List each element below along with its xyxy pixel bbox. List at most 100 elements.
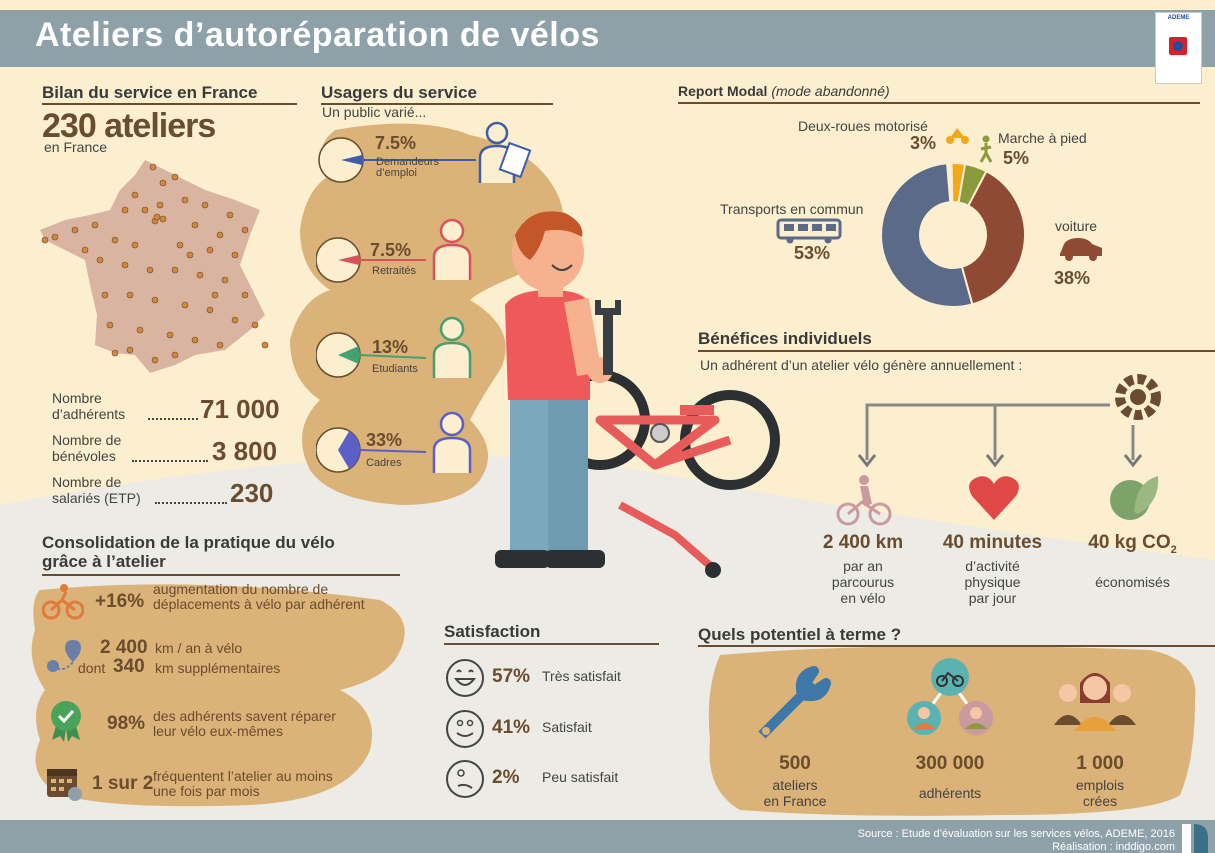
manager-icon [432, 411, 472, 473]
route-pin-icon [47, 640, 81, 672]
ateliers-sub: en France [44, 139, 108, 155]
calendar-icon [47, 769, 82, 801]
benefices-arrows [857, 403, 1143, 468]
job-seeker-icon [478, 121, 532, 183]
badge-check-icon [51, 701, 81, 742]
report-pct-voiture: 38% [1054, 268, 1091, 288]
satisfaction-pct-1: 57% [492, 666, 531, 687]
satisfaction-title: Satisfaction [444, 622, 541, 641]
scooter-icon [946, 128, 969, 144]
benefice-value-2: 40 minutes [942, 532, 1043, 553]
usagers-pies [316, 137, 476, 473]
usagers-rule [321, 103, 553, 105]
potentiel-value-1: 500 [779, 753, 811, 774]
report-rule [678, 102, 1200, 104]
report-pct-2roues: 3% [910, 133, 937, 153]
consolidation-rule [42, 574, 400, 576]
satisfaction-label-3: Peu satisfait [542, 769, 619, 785]
dots-2 [132, 460, 208, 462]
usager-connector [359, 449, 427, 453]
usager-label-3: Etudiants [372, 363, 418, 375]
usager-label-2: Retraités [372, 265, 417, 277]
benefice-value-3: 40 kg CO2 [1088, 532, 1177, 556]
satisfaction-pct-3: 2% [492, 767, 520, 788]
footer-source: Source : Etude d’évaluation sur les serv… [857, 828, 1175, 853]
gear-wrench-icon [1115, 374, 1161, 420]
ateliers-count: 230 ateliers [42, 107, 216, 145]
report-label-voiture: voiture [1055, 218, 1098, 234]
bike-icon [42, 584, 84, 620]
report-pct-marche: 5% [1003, 148, 1030, 168]
dots-1 [148, 418, 198, 420]
logo-label: ADEME [1167, 15, 1190, 21]
consol-value-2b: 340 [113, 656, 145, 677]
donut-segment [880, 162, 974, 308]
heart-icon [969, 476, 1019, 520]
potentiel-title: Quels potentiel à terme ? [698, 625, 902, 644]
benefices-subtitle: Un adhérent d’un atelier vélo génère ann… [700, 357, 1023, 373]
benefices-title: Bénéfices individuels [698, 329, 872, 348]
consol-value-1: +16% [95, 591, 145, 612]
usager-label-4: Cadres [366, 457, 402, 469]
wrench-icon [758, 666, 831, 739]
usager-pie-slice [338, 254, 360, 266]
potentiel-text-2: adhérents [918, 785, 982, 801]
inddigo-logo-icon [1182, 824, 1208, 853]
usager-connector [359, 354, 427, 359]
usager-pct-1: 7.5% [375, 133, 417, 153]
potentiel-value-2: 300 000 [915, 753, 985, 774]
benefice-text-3: économisés [1095, 574, 1170, 590]
satisfaction-label-2: Satisfait [542, 719, 592, 735]
team-people-icon [1054, 673, 1136, 731]
walking-icon [979, 135, 993, 163]
cyclist-repair-illustration [490, 211, 780, 593]
happy-face-icon [446, 710, 484, 748]
benefice-value-1: 2 400 km [822, 532, 904, 553]
consol-text-2a: km / an à vélo [155, 640, 243, 656]
dots-3 [155, 502, 227, 504]
usager-pie-slice [338, 431, 360, 469]
stat-benevoles-value: 3 800 [212, 436, 278, 466]
donut-segment [960, 169, 1026, 306]
retiree-icon [432, 218, 472, 280]
report-pct-tc: 53% [794, 243, 831, 263]
consol-value-3: 98% [107, 713, 146, 734]
ademe-logo: ADEME [1155, 12, 1202, 84]
consol-prefix-2: dont [78, 660, 106, 676]
logo-mark-icon [1169, 37, 1187, 55]
page-title: Ateliers d’autoréparation de vélos [35, 16, 600, 54]
satisfaction-pct-2: 41% [492, 717, 531, 738]
usager-pie-slice [341, 154, 363, 166]
usagers-title: Usagers du service [321, 83, 477, 102]
very-happy-face-icon [446, 659, 484, 697]
potentiel-rule [698, 645, 1215, 647]
consol-text-2b: km supplémentaires [155, 660, 281, 676]
potentiel-value-3: 1 000 [1076, 753, 1124, 774]
usagers-subtitle: Un public varié... [322, 104, 427, 120]
consol-value-4: 1 sur 2 [92, 773, 154, 794]
usager-pct-4: 33% [366, 430, 403, 450]
usager-pct-2: 7.5% [370, 240, 412, 260]
leaf-globe-icon [1110, 476, 1159, 520]
bus-icon [776, 218, 842, 244]
report-modal-donut [880, 162, 1026, 308]
bilan-title: Bilan du service en France [42, 83, 258, 102]
report-label-marche: Marche à pied [998, 130, 1087, 146]
consol-value-2: 2 400 [100, 637, 148, 658]
neutral-face-icon [446, 760, 484, 798]
members-network-icon [907, 658, 993, 735]
report-label-2roues: Deux-roues motorisé [798, 118, 928, 134]
